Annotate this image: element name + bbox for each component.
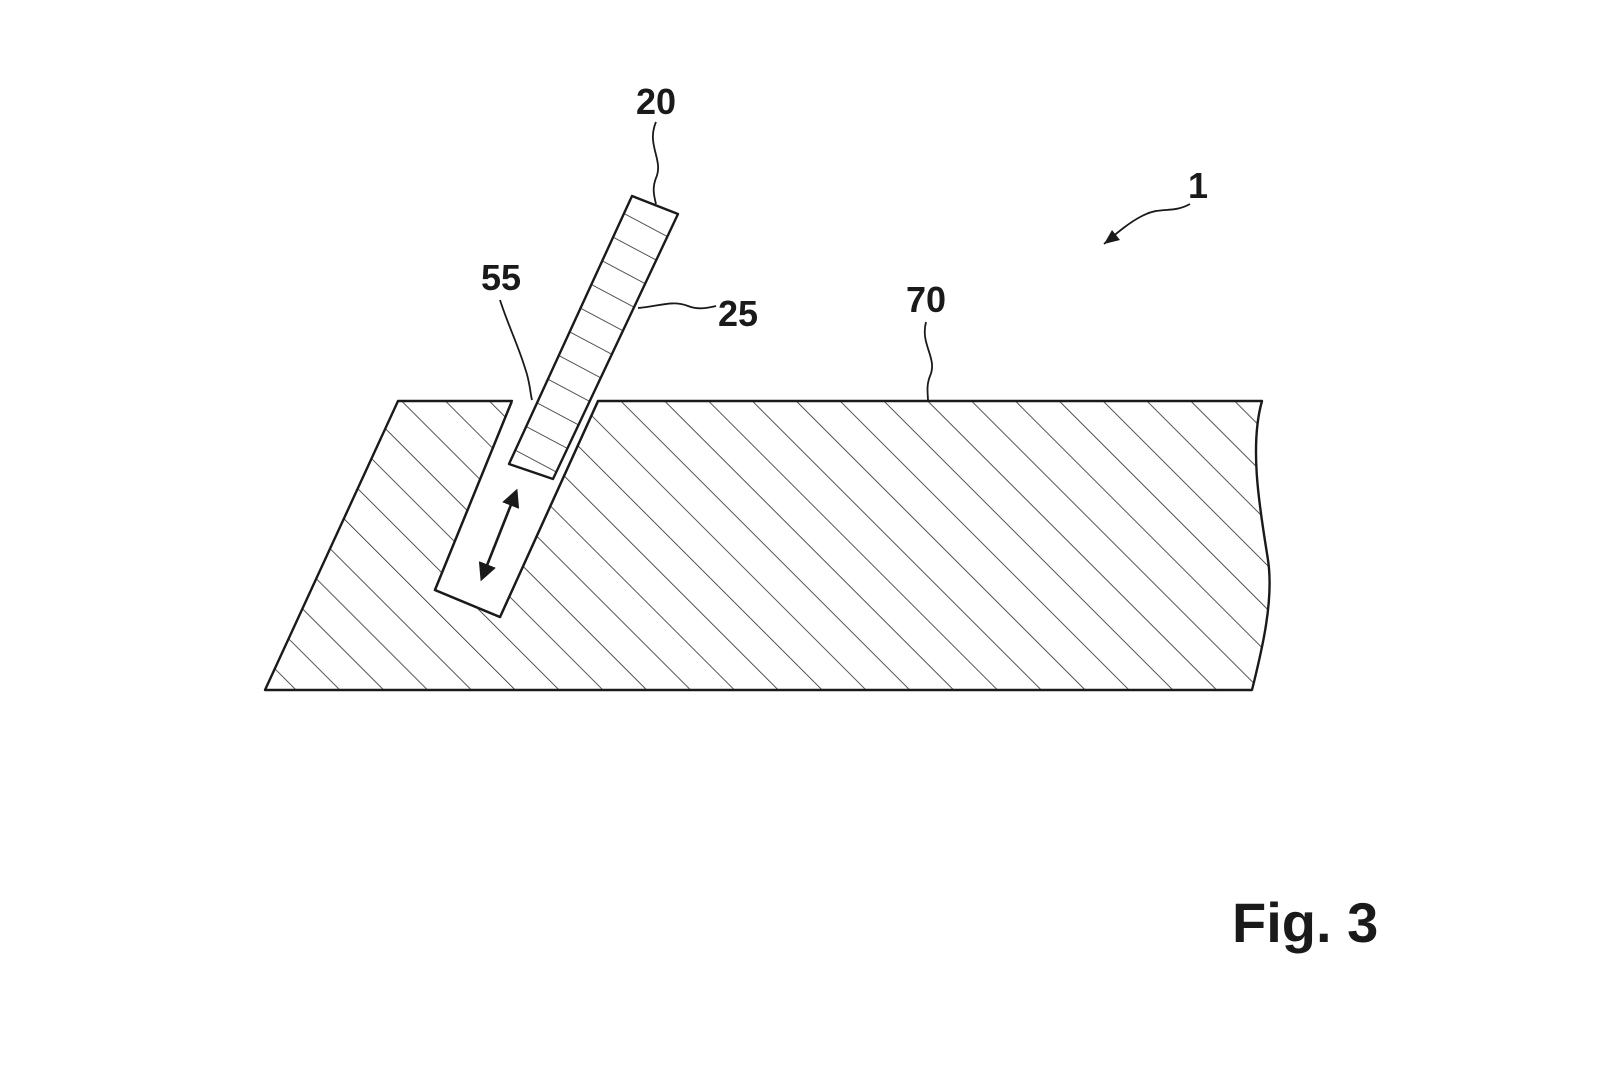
leader-line-slot <box>499 299 533 401</box>
substrate-body <box>263 399 1271 692</box>
figure-caption: Fig. 3 <box>1232 891 1378 954</box>
label-element: 20 <box>636 81 676 122</box>
leader-line-element-side <box>637 302 717 310</box>
leader-arrow-assembly <box>1103 203 1191 245</box>
label-slot: 55 <box>481 257 521 298</box>
leader-arrowhead-assembly <box>1104 230 1120 244</box>
label-element-side: 25 <box>718 293 758 334</box>
leader-line-substrate <box>923 321 933 402</box>
slot-outline <box>433 400 600 619</box>
leader-line-element <box>651 121 659 205</box>
movement-arrow-icon <box>478 488 520 582</box>
element-strip <box>507 194 680 481</box>
label-substrate: 70 <box>906 279 946 320</box>
label-assembly: 1 <box>1188 165 1208 206</box>
